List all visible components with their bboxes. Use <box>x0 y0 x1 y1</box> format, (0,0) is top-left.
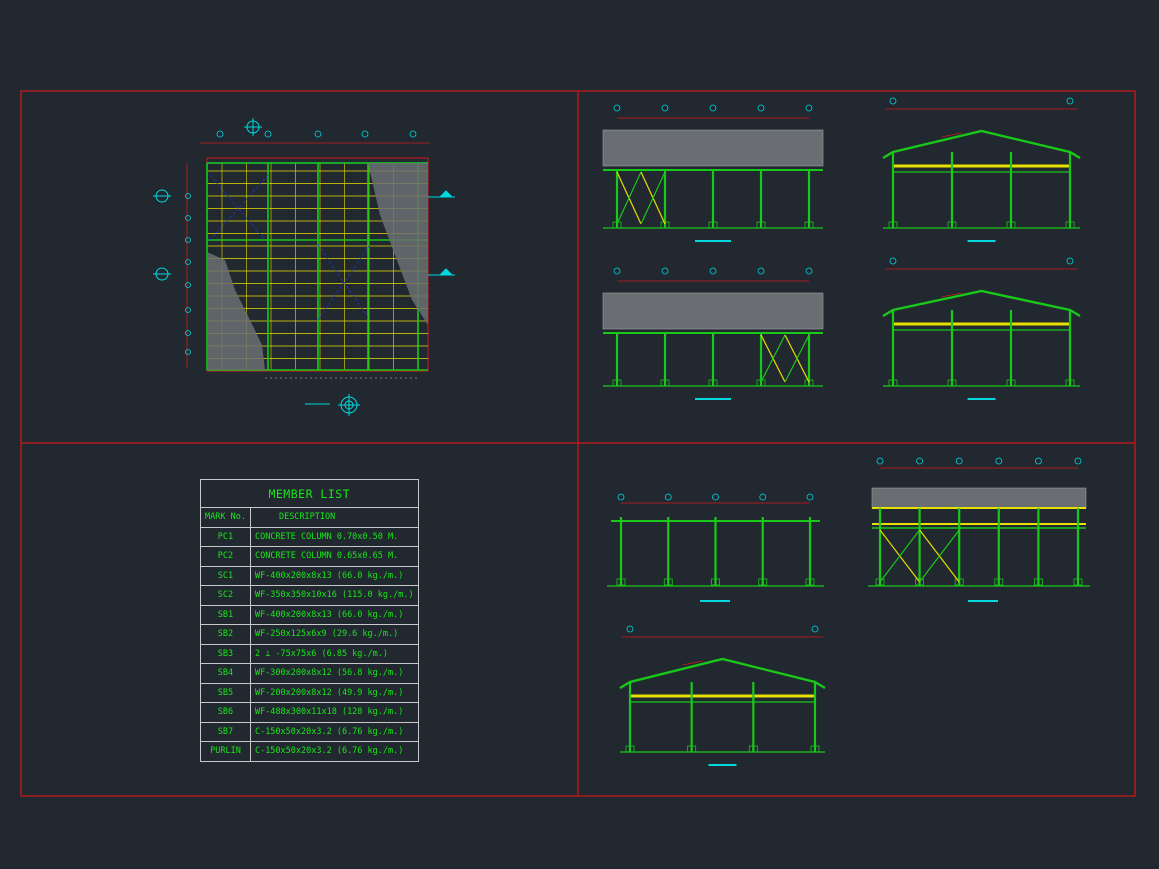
mark-header: MARK No. <box>200 507 251 528</box>
member-mark: SB5 <box>200 682 251 703</box>
section-3 <box>619 625 826 766</box>
member-mark: SB7 <box>200 721 251 742</box>
member-description: WF-350x350x10x16 (115.0 kg./m.) <box>249 585 419 606</box>
member-mark: SB3 <box>200 643 251 664</box>
member-description: WF-300x200x8x12 (56.8 kg./m.) <box>249 663 419 684</box>
member-mark: SB1 <box>200 604 251 625</box>
member-description: WF-488x300x11x18 (128 kg./m.) <box>249 702 419 723</box>
member-mark: SB2 <box>200 624 251 645</box>
elevation-3 <box>882 97 1081 242</box>
member-mark: PURLIN <box>200 741 251 762</box>
member-description: C-150x50x20x3.2 (6.76 kg./m.) <box>249 721 419 742</box>
member-mark: PC2 <box>200 546 251 567</box>
member-description: WF-200x200x8x12 (49.9 kg./m.) <box>249 682 419 703</box>
description-header: DESCRIPTION <box>249 507 419 528</box>
member-description: CONCRETE COLUMN 0.65x0.65 M. <box>249 546 419 567</box>
section-1 <box>607 493 824 602</box>
elevation-2 <box>602 267 824 400</box>
member-description: WF-400x200x8x13 (66.0 kg./m.) <box>249 565 419 586</box>
member-description: WF-400x200x8x13 (66.0 kg./m.) <box>249 604 419 625</box>
sheet-frame <box>20 90 1136 797</box>
member-mark: PC1 <box>200 526 251 547</box>
member-mark: SB4 <box>200 663 251 684</box>
member-description: CONCRETE COLUMN 0.70x0.50 M. <box>249 526 419 547</box>
section-2 <box>868 457 1090 602</box>
elevation-4 <box>882 257 1081 400</box>
member-description: 2 ⊥ -75x75x6 (6.85 kg./m.) <box>249 643 419 664</box>
member-mark: SC1 <box>200 565 251 586</box>
member-description: WF-250x125x6x9 (29.6 kg./m.) <box>249 624 419 645</box>
member-list-title: MEMBER LIST <box>200 479 419 508</box>
member-mark: SB6 <box>200 702 251 723</box>
elevation-1 <box>602 104 824 242</box>
member-description: C-150x50x20x3.2 (6.76 kg./m.) <box>249 741 419 762</box>
roof-plan <box>153 118 455 416</box>
member-mark: SC2 <box>200 585 251 606</box>
